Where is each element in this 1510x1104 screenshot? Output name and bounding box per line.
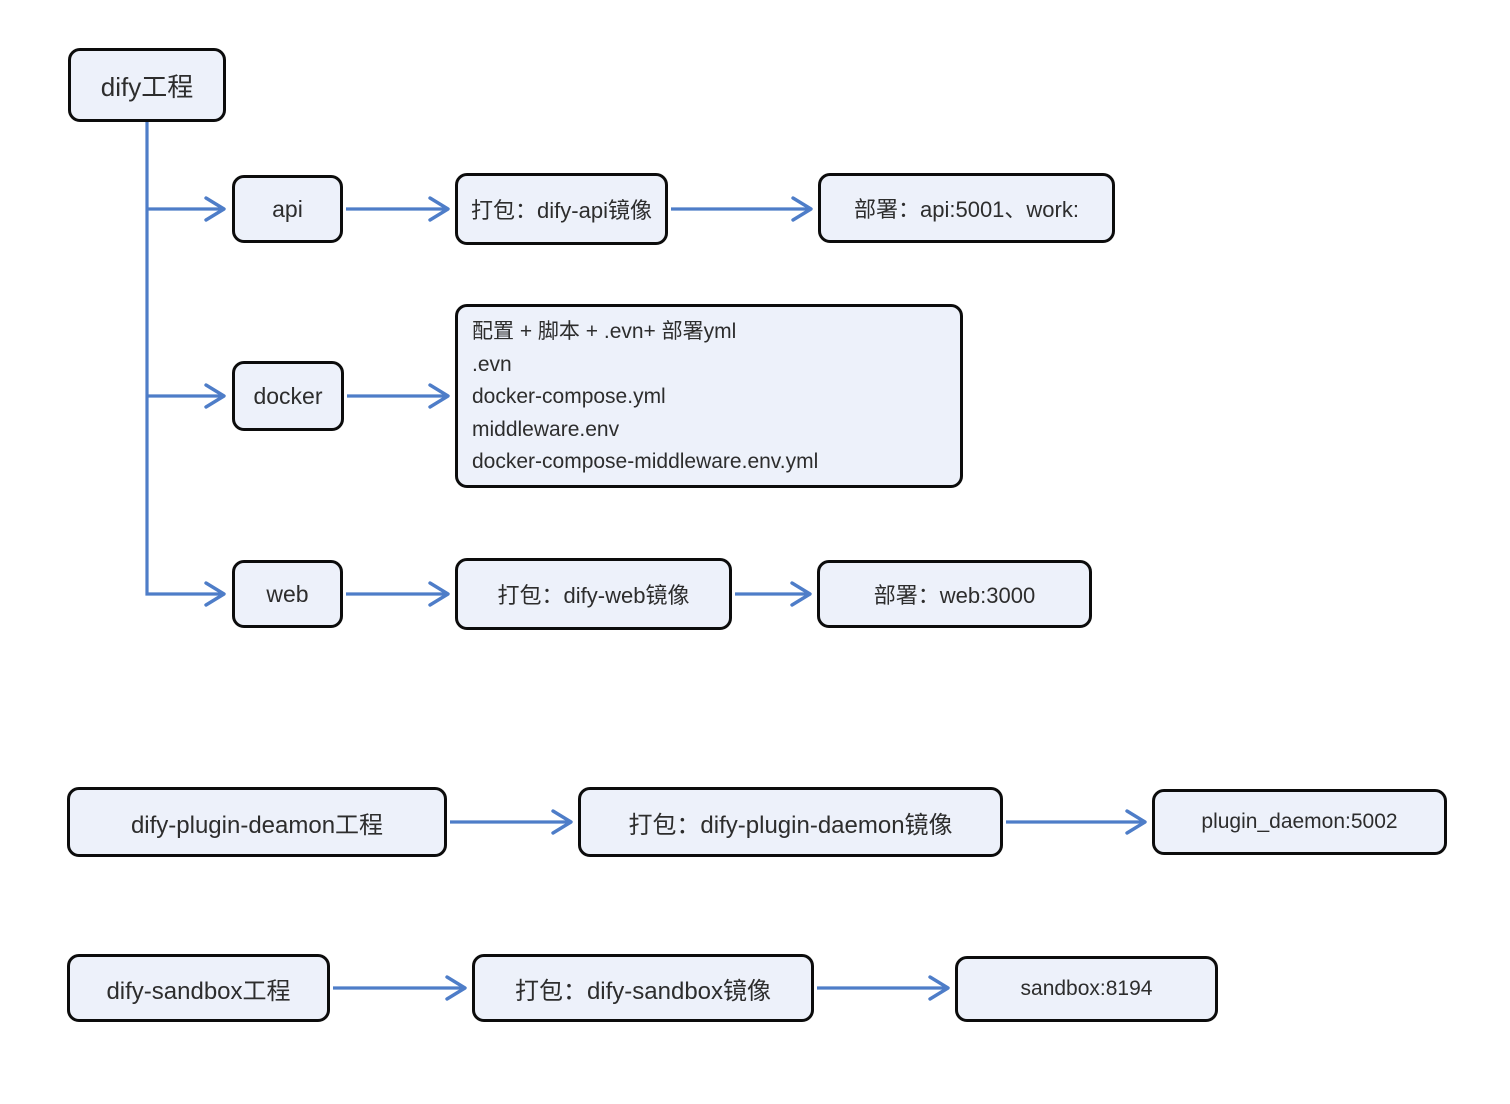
node-sandbox-build: 打包：dify-sandbox镜像: [472, 954, 814, 1022]
node-web: web: [232, 560, 343, 628]
node-plugin-build-label: 打包：dify-plugin-daemon镜像: [628, 811, 953, 839]
node-plugin-deploy: plugin_daemon:5002: [1152, 789, 1447, 855]
node-api-deploy-label: 部署：api:5001、work:: [854, 197, 1079, 222]
node-plugin-build: 打包：dify-plugin-daemon镜像: [578, 787, 1003, 857]
node-sandbox-project-label: dify-sandbox工程: [106, 977, 291, 1005]
node-api-label: api: [272, 195, 303, 222]
node-dify-project-label: dify工程: [100, 71, 194, 102]
node-api-build-label: 打包：dify-api镜像: [471, 198, 652, 223]
docker-files-line: middleware.env: [472, 417, 620, 441]
node-plugin-project-label: dify-plugin-deamon工程: [130, 811, 384, 839]
node-api-deploy: 部署：api:5001、work:: [818, 173, 1115, 243]
node-web-build: 打包：dify-web镜像: [455, 558, 732, 630]
node-sandbox-project: dify-sandbox工程: [67, 954, 330, 1022]
node-docker-label: docker: [253, 382, 323, 409]
node-web-deploy-label: 部署：web:3000: [873, 583, 1036, 608]
node-plugin-deploy-label: plugin_daemon:5002: [1201, 810, 1398, 833]
node-sandbox-deploy: sandbox:8194: [955, 956, 1218, 1022]
docker-files-line: docker-compose.yml: [472, 385, 666, 408]
node-plugin-project: dify-plugin-deamon工程: [67, 787, 447, 857]
docker-files-line: docker-compose-middleware.env.yml: [472, 450, 819, 473]
node-web-build-label: 打包：dify-web镜像: [497, 583, 690, 608]
docker-files-line: .evn: [472, 352, 512, 376]
node-sandbox-build-label: 打包：dify-sandbox镜像: [514, 977, 772, 1005]
node-web-deploy: 部署：web:3000: [817, 560, 1092, 628]
node-api: api: [232, 175, 343, 243]
node-docker-files: 配置 + 脚本 + .evn+ 部署yml .evn docker-compos…: [455, 304, 963, 488]
node-web-label: web: [266, 580, 309, 607]
node-sandbox-deploy-label: sandbox:8194: [1020, 977, 1153, 1000]
docker-files-line: 配置 + 脚本 + .evn+ 部署yml: [472, 320, 737, 343]
node-docker: docker: [232, 361, 344, 431]
connector-dify-to-web: [145, 122, 226, 607]
node-dify-project: dify工程: [68, 48, 226, 122]
node-api-build: 打包：dify-api镜像: [455, 173, 668, 245]
